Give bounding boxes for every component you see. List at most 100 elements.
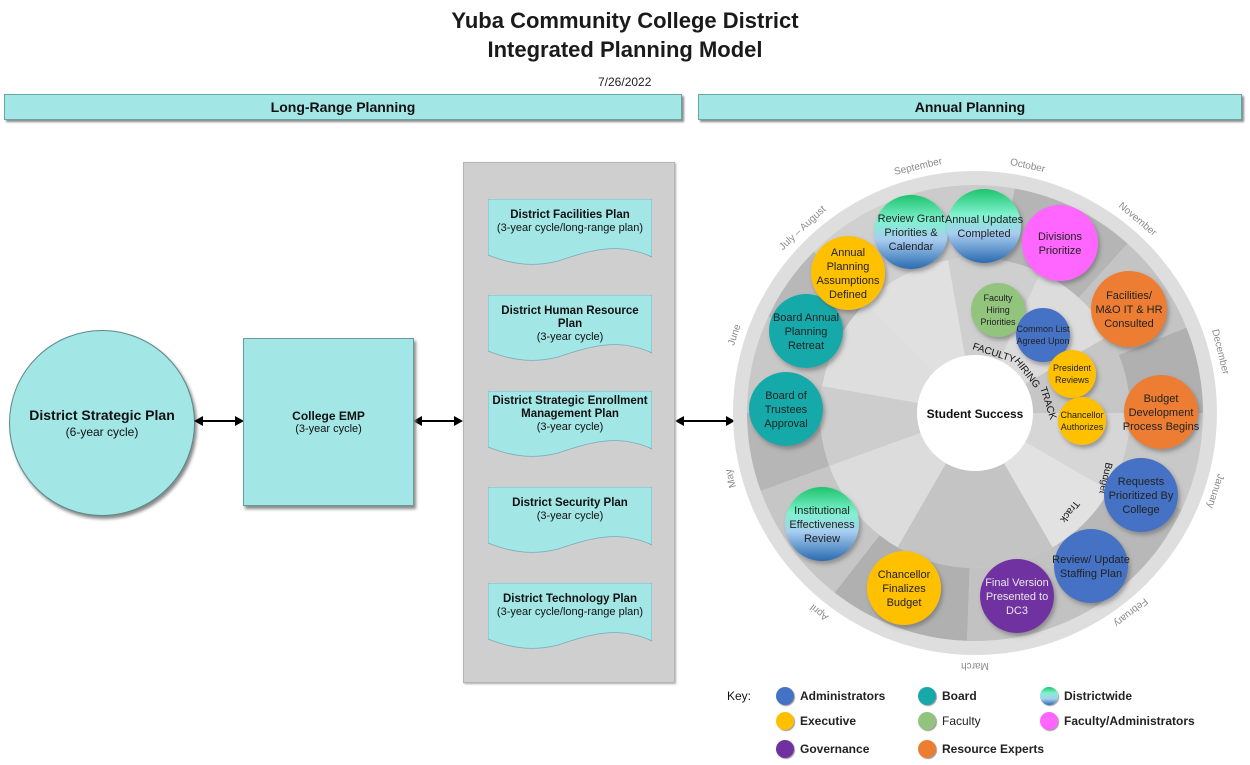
- event-label: Retreat: [788, 340, 824, 352]
- key-text: Administrators: [800, 689, 886, 703]
- plan-subtitle: (3-year cycle): [536, 421, 604, 433]
- event-label: Development: [1129, 407, 1194, 419]
- long-range-planning-header: Long-Range Planning: [4, 94, 682, 120]
- event-circle: [769, 294, 843, 368]
- district-plans-panel: District Facilities Plan(3-year cycle/lo…: [463, 162, 675, 683]
- event-label: Review: [804, 533, 840, 545]
- event-label: Review/ Update: [1052, 554, 1130, 566]
- district-strategic-plan-node: District Strategic Plan (6-year cycle): [9, 330, 195, 516]
- key-text: Executive: [800, 714, 857, 728]
- key-text: Faculty: [942, 714, 981, 728]
- legend-dot-icon: [776, 740, 794, 758]
- event-label: Chancellor: [878, 569, 931, 581]
- event-label: Prioritize: [1039, 245, 1082, 257]
- plan-title: District Human Resource Plan: [501, 305, 639, 330]
- event-label: Authorizes: [1061, 422, 1104, 432]
- key-item-governance: Governance: [776, 740, 869, 758]
- event-label: Presented to: [986, 591, 1048, 603]
- key-item-districtwide: Districtwide: [1040, 687, 1132, 705]
- key-item-administrators: Administrators: [776, 687, 885, 705]
- event-label: Priorities &: [884, 227, 938, 239]
- double-arrow-icon: [194, 416, 244, 426]
- event-circle: [874, 195, 948, 269]
- inner-sector: [865, 260, 965, 372]
- event-circle: [1091, 271, 1167, 347]
- page-title-line1: Yuba Community College District: [451, 8, 799, 33]
- key-item-faculty-administrators: Faculty/Administrators: [1040, 712, 1195, 730]
- event-label: Budget: [887, 597, 922, 609]
- event-label: President: [1053, 363, 1092, 373]
- event-label: Prioritized By: [1109, 490, 1174, 502]
- event-label: Staffing Plan: [1060, 568, 1122, 580]
- event-circle: [1048, 350, 1096, 398]
- event-circle: [749, 372, 823, 446]
- event-label: Agreed Upon: [1016, 336, 1069, 346]
- event-label: Requests: [1118, 476, 1165, 488]
- plan-document: District Technology Plan(3-year cycle/lo…: [488, 583, 652, 651]
- event-label: Budget: [1144, 393, 1179, 405]
- legend-dot-icon: [776, 687, 794, 705]
- event-label: Review Grant: [878, 213, 945, 225]
- plan-document: District Facilities Plan(3-year cycle/lo…: [488, 199, 652, 267]
- event-label: Annual: [831, 247, 865, 259]
- event-label: Final Version: [985, 577, 1049, 589]
- student-success-center: [917, 355, 1033, 471]
- inner-sector: [829, 432, 946, 548]
- key-text: Resource Experts: [942, 742, 1045, 756]
- key-item-board: Board: [918, 687, 977, 705]
- inner-sector: [1025, 413, 1130, 491]
- event-circle: [867, 551, 941, 625]
- event-label: Approval: [764, 418, 807, 430]
- legend-dot-icon: [918, 687, 936, 705]
- month-label: March: [961, 660, 989, 671]
- event-label: Calendar: [889, 241, 934, 253]
- double-arrow-icon: [675, 416, 735, 426]
- page-title-line2: Integrated Planning Model: [487, 37, 763, 62]
- event-label: Faculty: [983, 293, 1013, 303]
- event-circle: [1104, 458, 1178, 532]
- inner-sector: [822, 303, 934, 403]
- event-label: DC3: [1006, 605, 1028, 617]
- event-label: Effectiveness: [789, 519, 855, 531]
- legend-dot-icon: [918, 712, 936, 730]
- event-label: Annual Updates: [945, 214, 1024, 226]
- annual-planning-header: Annual Planning: [698, 94, 1242, 120]
- event-circle: [1058, 397, 1106, 445]
- center-label: Student Success: [927, 407, 1024, 421]
- plan-document: District Strategic Enrollment Management…: [488, 391, 652, 459]
- date-label: 7/26/2022: [598, 75, 652, 89]
- college-emp-node: College EMP (3-year cycle): [243, 338, 414, 506]
- event-label: Trustees: [765, 404, 808, 416]
- plan-subtitle: (3-year cycle/long-range plan): [496, 222, 644, 234]
- event-circle: [947, 189, 1021, 263]
- event-label: Facilities/: [1106, 290, 1153, 302]
- event-label: Finalizes: [882, 583, 926, 595]
- event-circle: [1016, 308, 1070, 362]
- key-text: Districtwide: [1064, 689, 1133, 703]
- event-label: Institutional: [794, 505, 850, 517]
- key-text: Faculty/Administrators: [1064, 714, 1195, 728]
- event-label: Completed: [957, 228, 1010, 240]
- double-arrow-icon: [413, 416, 463, 426]
- strategic-plan-subtitle: (6-year cycle): [65, 425, 139, 439]
- college-emp-title: College EMP: [292, 409, 365, 423]
- college-emp-subtitle: (3-year cycle): [295, 423, 362, 435]
- event-label: Process Begins: [1123, 421, 1200, 433]
- plan-title: District Security Plan: [512, 497, 628, 509]
- legend-dot-icon: [1040, 712, 1058, 730]
- event-circle: [1022, 205, 1098, 281]
- event-label: Hiring: [986, 305, 1010, 315]
- event-label: College: [1122, 504, 1159, 516]
